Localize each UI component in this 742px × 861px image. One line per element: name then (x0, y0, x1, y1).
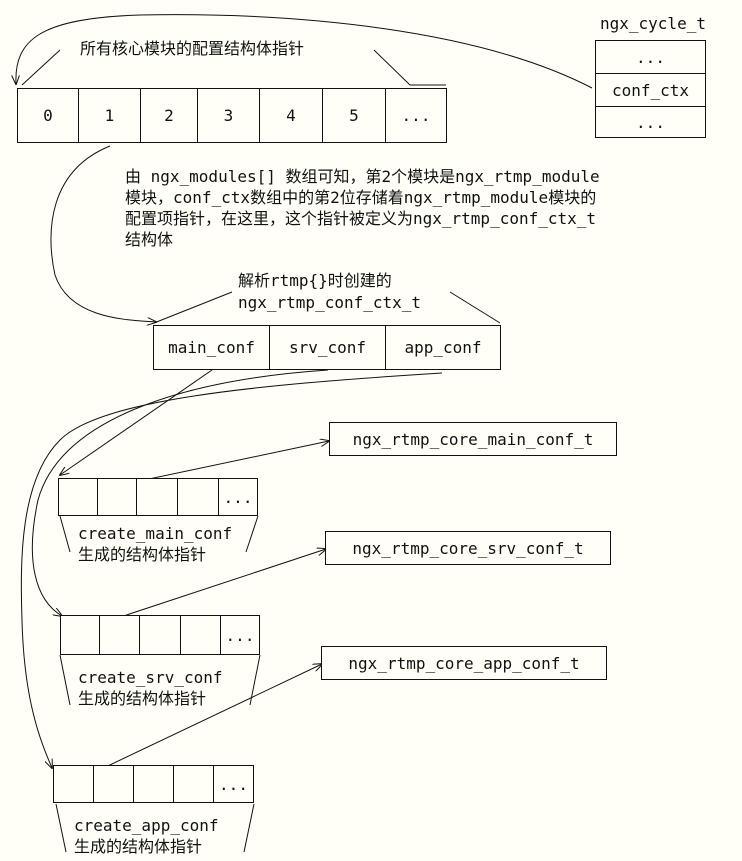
group-app-caption2: 生成的结构体指针 (74, 837, 203, 856)
group-main-caption2: 生成的结构体指针 (78, 545, 207, 564)
group-app-cell (93, 765, 134, 803)
ctx-bracket-right (449, 291, 501, 324)
group-main-cell: ... (218, 478, 258, 516)
srv-conf-struct-box: ngx_rtmp_core_srv_conf_t (325, 531, 611, 565)
ctx-label-line1: 解析rtmp{}时创建的 (238, 271, 392, 290)
group1-bracket-left (59, 515, 71, 553)
group-main-cell (136, 478, 178, 516)
group-main-cell (97, 478, 137, 516)
group3-pointer-arrow (71, 664, 322, 784)
group-srv-caption1: create_srv_conf (78, 668, 223, 687)
app-conf-arrow (20, 372, 443, 768)
ctx-bracket-left (153, 291, 233, 324)
top-array-cell: ... (385, 88, 447, 143)
cycle-cell: ... (595, 40, 706, 74)
group-main-cell (177, 478, 219, 516)
cycle-cell: ... (595, 106, 706, 138)
group-app-cell (173, 765, 214, 803)
ctx-cell-main-conf: main_conf (153, 325, 270, 370)
group-srv-cell (60, 615, 100, 655)
group-main-cell (58, 478, 98, 516)
main-conf-struct-box: ngx_rtmp_core_main_conf_t (329, 422, 617, 456)
main-conf-arrow (60, 369, 213, 475)
top-array-cell: 5 (322, 88, 386, 143)
srv-conf-arrow (31, 369, 329, 616)
conf-ctx-arrow (16, 14, 593, 89)
cycle-title: ngx_cycle_t (600, 14, 706, 33)
group-app-cell: ... (213, 765, 254, 803)
group-app-caption1: create_app_conf (74, 816, 219, 835)
group-main-caption1: create_main_conf (78, 524, 233, 543)
group-srv-caption2: 生成的结构体指针 (78, 689, 207, 708)
app-conf-struct-box: ngx_rtmp_core_app_conf_t (321, 646, 607, 680)
group3-bracket-left (55, 803, 67, 853)
group-app-cell (133, 765, 174, 803)
note-line: 模块，conf_ctx数组中的第2位存储着ngx_rtmp_module模块的 (125, 188, 597, 207)
top-array-cell: 1 (78, 88, 141, 143)
note-line: 配置项指针，在这里，这个指针被定义为ngx_rtmp_conf_ctx_t (125, 209, 597, 228)
top-array-cell: 2 (140, 88, 198, 143)
cycle-cell-conf-ctx: conf_ctx (595, 73, 706, 107)
group-app-cell (53, 765, 94, 803)
cell1-to-ctx-arrow (50, 145, 156, 322)
top-array-cell: 0 (17, 88, 79, 143)
ctx-cell-srv-conf: srv_conf (269, 325, 386, 370)
top-bracket-right (373, 49, 446, 86)
top-bracket-left (21, 49, 61, 86)
top-array-cell: 3 (197, 88, 260, 143)
group2-bracket-left (59, 654, 71, 706)
group-srv-cell: ... (220, 615, 260, 655)
group2-bracket-right (249, 654, 261, 706)
note-line: 结构体 (125, 230, 174, 249)
group-srv-cell (180, 615, 221, 655)
ctx-cell-app-conf: app_conf (385, 325, 501, 370)
group3-bracket-right (243, 803, 255, 853)
note-line: 由 ngx_modules[] 数组可知，第2个模块是ngx_rtmp_modu… (125, 167, 600, 186)
group-srv-cell (139, 615, 181, 655)
ctx-label-line2: ngx_rtmp_conf_ctx_t (238, 293, 422, 312)
top-array-cell: 4 (259, 88, 323, 143)
group1-bracket-right (245, 515, 259, 553)
top-array-label: 所有核心模块的配置结构体指针 (80, 39, 305, 58)
group-srv-cell (99, 615, 140, 655)
